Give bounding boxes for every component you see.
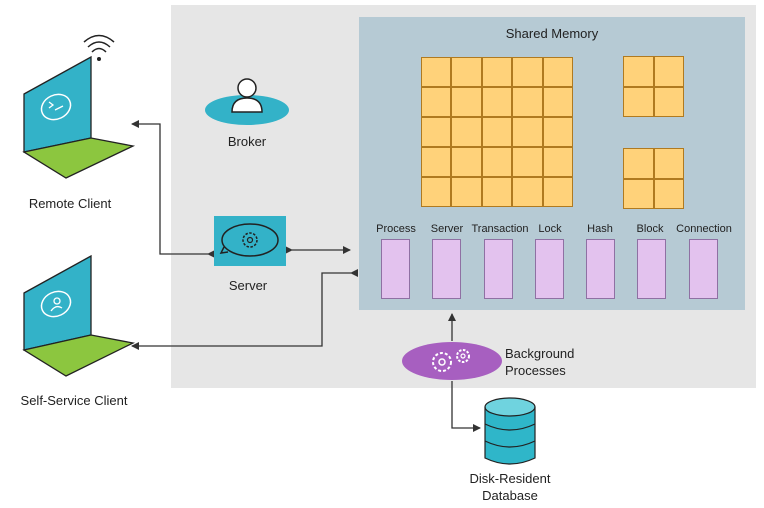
memory-cell [512, 57, 543, 87]
gears-cycle-icon [214, 216, 286, 266]
background-processes-label-line2: Processes [505, 363, 566, 378]
memory-block-large [421, 57, 573, 207]
memory-cell [512, 147, 543, 177]
memory-block-small-top [623, 56, 684, 117]
memory-cell [421, 147, 452, 177]
memory-cell [451, 117, 482, 147]
segment-connection [689, 239, 718, 299]
memory-cell [512, 177, 543, 207]
segment-server [432, 239, 461, 299]
memory-cell [623, 56, 654, 87]
wifi-icon [83, 34, 115, 61]
segment-label-lock: Lock [538, 223, 562, 235]
segment-hash [586, 239, 615, 299]
segment-label-block: Block [636, 223, 664, 235]
memory-cell [481, 87, 513, 117]
database-label-line2: Database [482, 488, 538, 503]
broker-icon [205, 78, 289, 125]
segment-label-server: Server [430, 223, 464, 235]
memory-cell [481, 177, 513, 207]
background-processes-label: Background Processes [505, 345, 574, 379]
memory-cell [481, 117, 513, 147]
memory-cell [451, 147, 482, 177]
memory-cell [653, 86, 684, 117]
memory-cell [542, 177, 573, 207]
segment-label-process: Process [376, 223, 416, 235]
memory-cell [623, 178, 654, 209]
gears-icon [402, 342, 502, 380]
memory-cell [451, 87, 482, 117]
segment-process [381, 239, 410, 299]
memory-cell [542, 57, 573, 87]
memory-cell [451, 57, 482, 87]
memory-cell [653, 178, 684, 209]
self-service-client-label: Self-Service Client [20, 393, 128, 408]
memory-cell [512, 117, 543, 147]
memory-cell [421, 177, 452, 207]
remote-client-label: Remote Client [28, 196, 112, 211]
memory-cell [653, 56, 684, 87]
memory-cell [623, 86, 654, 117]
remote-client-connector [131, 120, 215, 258]
self-service-connector [131, 269, 358, 350]
laptop-wifi-icon [22, 34, 136, 179]
segment-label-hash: Hash [587, 223, 613, 235]
segment-transaction [484, 239, 513, 299]
database-label-line1: Disk-Resident [469, 471, 551, 486]
memory-cell [512, 87, 543, 117]
memory-cell [623, 148, 654, 179]
broker-label: Broker [227, 134, 267, 149]
database-label: Disk-Resident Database [455, 470, 565, 504]
server-label: Server [228, 278, 268, 293]
background-database-connector [451, 381, 481, 432]
memory-cell [542, 147, 573, 177]
segment-label-connection: Connection [676, 223, 732, 235]
laptop-user-icon [22, 254, 136, 377]
segment-block [637, 239, 666, 299]
segment-label-transaction: Transaction [471, 223, 529, 235]
memory-cell [421, 57, 452, 87]
memory-cell [421, 87, 452, 117]
memory-cell [481, 147, 513, 177]
memory-cell [653, 148, 684, 179]
memory-cell [481, 57, 513, 87]
memory-cell [421, 117, 452, 147]
memory-block-small-bottom [623, 148, 684, 209]
background-processes-label-line1: Background [505, 346, 575, 361]
shared-memory-title: Shared Memory [505, 26, 599, 41]
memory-cell [542, 87, 573, 117]
segment-lock [535, 239, 564, 299]
memory-cell [542, 117, 573, 147]
database-cylinder-icon [484, 397, 536, 465]
memory-cell [451, 177, 482, 207]
